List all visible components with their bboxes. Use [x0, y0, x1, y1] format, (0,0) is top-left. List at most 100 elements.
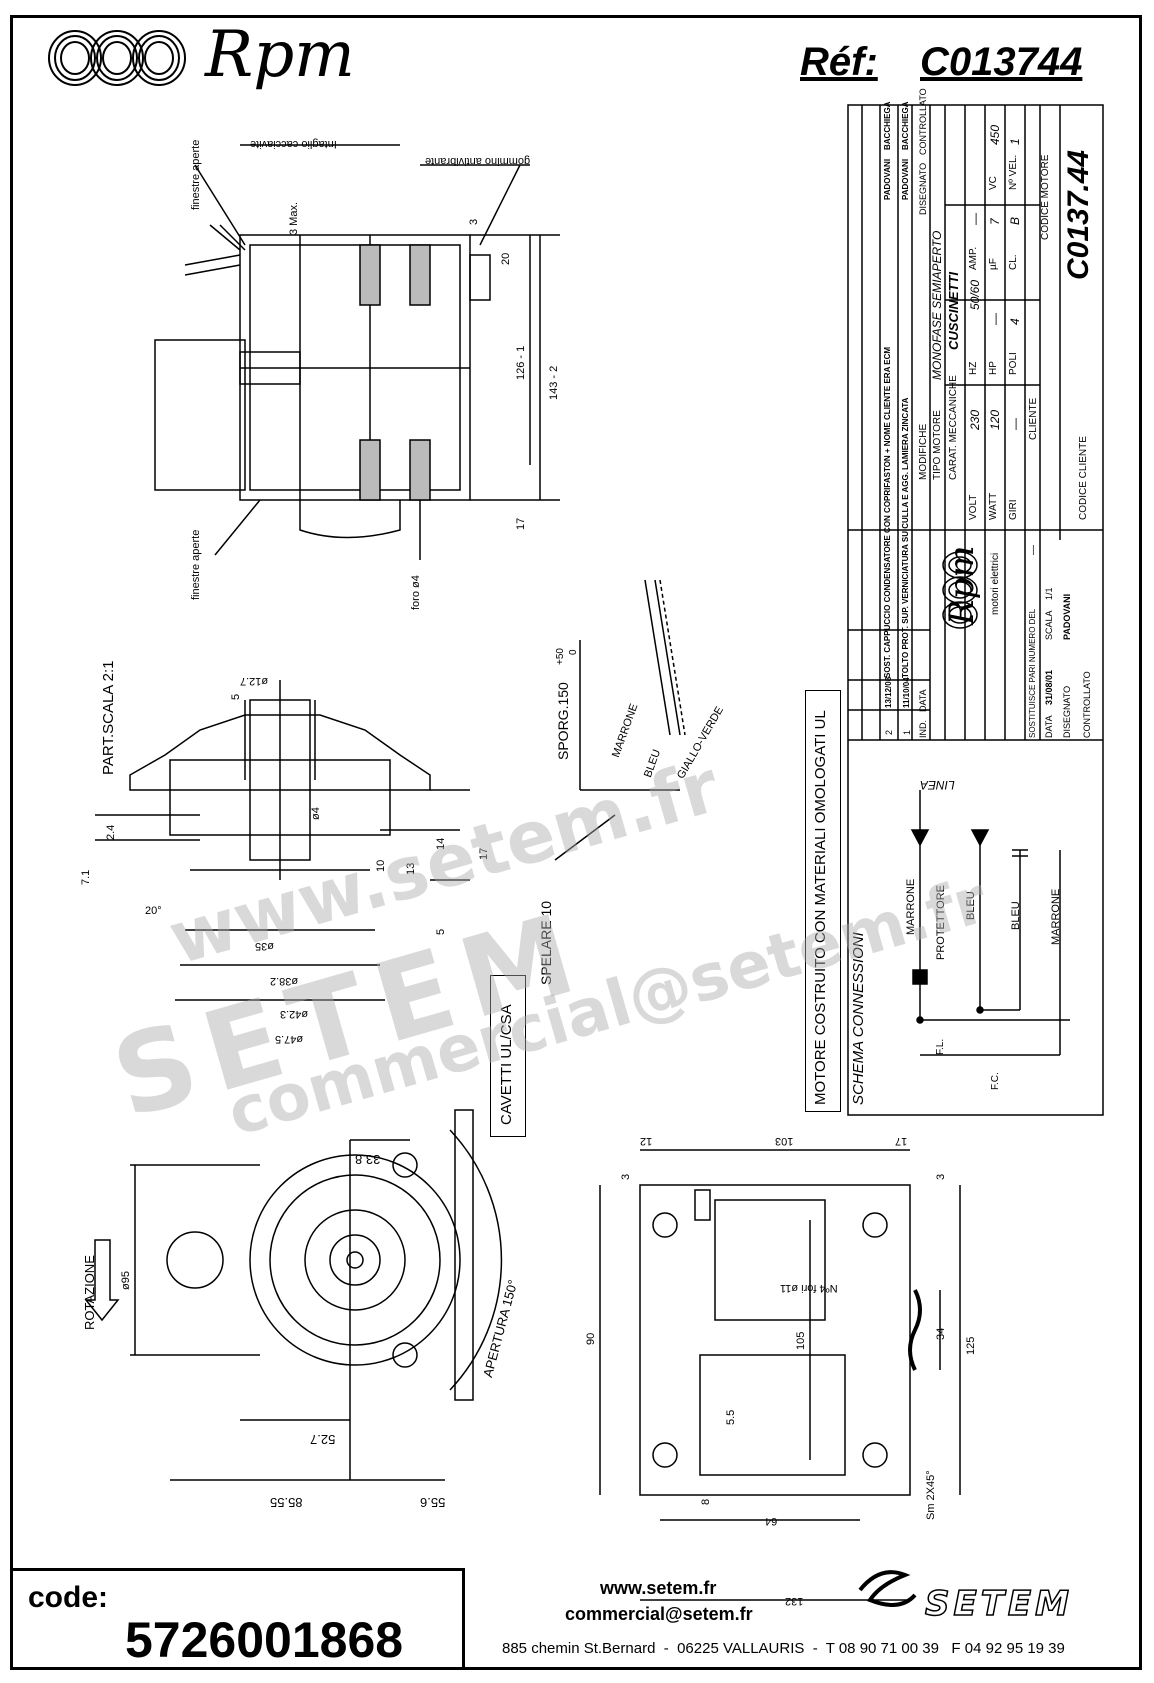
tb-volt: 230: [968, 409, 982, 430]
tb-nvel-label: Nº VEL.: [1008, 154, 1019, 190]
rev-1-by2: BACCHIEGA: [901, 101, 910, 150]
tb-watt-label: WATT: [988, 492, 999, 520]
rev-2-by2: BACCHIEGA: [883, 101, 892, 150]
dim-base-5-5: 5.5: [725, 1409, 737, 1425]
tb-hp-label: HP: [988, 361, 999, 375]
tb-cl-label: CL.: [1008, 254, 1019, 270]
schema-fl: F.L.: [935, 1038, 946, 1055]
dim-base-132: 132: [785, 1595, 804, 1607]
dim-detail-5: 5: [230, 693, 242, 700]
dim-base-17: 17: [895, 1135, 908, 1147]
schema-bleu-2: BLEU: [1010, 901, 1022, 930]
tb-giri-label: GIRI: [1008, 499, 1019, 520]
schema-lines: [910, 790, 1070, 1056]
tb-nvel: 1: [1008, 138, 1022, 145]
tb-rpm-coil-icon: [942, 551, 978, 629]
motor-side-view: [154, 144, 560, 560]
shaft-detail: [95, 680, 470, 1001]
footer-web[interactable]: www.setem.fr: [600, 1578, 717, 1598]
rev-2-by1: PADOVANI: [883, 158, 892, 200]
rpm-coil-icon: [48, 30, 186, 86]
tb-codice-cliente-label: CODICE CLIENTE: [1078, 436, 1089, 520]
dim-side-126: 126 - 1: [515, 345, 527, 380]
tb-volt-label: VOLT: [968, 494, 979, 520]
motor-front-view: [84, 1109, 503, 1481]
ref-label: Réf:: [800, 40, 878, 84]
rev-2-ind: 2: [884, 729, 894, 735]
tb-poli: 4: [1008, 318, 1022, 325]
tb-tipo-motore: MONOFASE SEMIAPERTO: [930, 230, 944, 380]
rev-1-ind: 1: [902, 729, 912, 735]
dim-front-52-7: 52.7: [310, 1432, 336, 1447]
label-part-scala: PART.SCALA 2:1: [100, 660, 117, 775]
rev-2-data: 13/12/08: [884, 676, 893, 708]
tb-hz: 50/60: [968, 279, 982, 310]
tb-rpm-logo: [940, 550, 985, 630]
tb-controllato-label: CONTROLLATO: [918, 88, 928, 155]
label-finestre-bottom: finestre aperte: [190, 529, 202, 600]
dim-detail-2-4: 2.4: [105, 824, 117, 840]
label-smusso: Sm 2X45°: [925, 1470, 937, 1520]
dim-base-64: 64: [765, 1515, 778, 1527]
tb-disegnato: PADOVANI: [1062, 593, 1072, 640]
tb-sostituisce: —: [1028, 545, 1039, 555]
tb-rpm-sub: motori elettrici: [990, 552, 1001, 615]
tb-controllato-label2: CONTROLLATO: [1082, 671, 1092, 738]
tb-ind-label: IND.: [918, 720, 928, 738]
tb-codice-motore: C0137.44: [1062, 149, 1095, 280]
tb-scala: 1/1: [1044, 587, 1054, 600]
tb-giri: —: [1008, 418, 1022, 430]
tb-modifiche-label: MODIFICHE: [918, 423, 929, 480]
brand-name: Rpm: [205, 18, 355, 92]
dim-side-143: 143 - 2: [548, 365, 560, 400]
dim-base-3b: 3: [935, 1173, 947, 1180]
dim-side-20: 20: [500, 252, 512, 265]
dim-base-125: 125: [965, 1336, 977, 1355]
tb-uf-label: µF: [988, 258, 999, 270]
tb-cl: B: [1008, 216, 1022, 225]
tb-uf: 7: [988, 218, 1002, 225]
rev-1-by1: PADOVANI: [901, 158, 910, 200]
tb-disegnato-label: DISEGNATO: [918, 162, 928, 215]
tb-watt: 120: [988, 409, 1002, 430]
footer-email[interactable]: commercial@setem.fr: [565, 1604, 753, 1624]
label-gommino: gommino antivibrante: [425, 155, 531, 167]
dim-front-55-6: 55.6: [420, 1495, 446, 1510]
rpm-logo: [45, 28, 205, 93]
schema-linea: LINEA: [920, 778, 955, 792]
rev-2-text: SOST. CAPPUCCIO CONDENSATORE CON COPRIFA…: [883, 346, 892, 678]
schema-marrone-2: MARRONE: [1050, 888, 1062, 945]
dim-front-o95: ø95: [120, 1271, 132, 1290]
dim-base-34: 34: [935, 1327, 947, 1340]
label-rotazione: ROTAZIONE: [82, 1255, 97, 1330]
tb-data-label2: DATA: [1044, 715, 1054, 738]
code-value: 5726001868: [125, 1612, 404, 1668]
tb-rpm-brand: Rpm: [942, 545, 982, 625]
tb-carat: CUSCINETTI: [946, 272, 961, 350]
materiali-box: [805, 690, 841, 1112]
dim-front-33-8: 33.8: [355, 1152, 381, 1167]
dim-base-105: 105: [795, 1331, 807, 1350]
ref-value: C013744: [920, 40, 1083, 84]
dim-detail-20deg: 20°: [145, 905, 162, 917]
tb-cliente-label: CLIENTE: [1028, 397, 1039, 440]
tb-vc: 450: [988, 124, 1002, 145]
tb-sostituisce-label: SOSTITUISCE PARI NUMERO DEL: [1028, 608, 1037, 738]
tb-hz-label: HZ: [968, 361, 979, 375]
dim-base-90: 90: [585, 1332, 597, 1345]
dim-base-8: 8: [700, 1498, 712, 1505]
code-box: code: 5726001868: [10, 1568, 465, 1670]
label-sporg-minus: 0: [568, 649, 579, 655]
cable-lines: [554, 579, 686, 861]
tb-tipo-motore-label: TIPO MOTORE: [932, 410, 943, 480]
dim-base-12: 12: [640, 1135, 653, 1147]
dim-side-3max: 3 Max.: [288, 201, 300, 235]
dim-detail-12-7: ø12.7: [240, 675, 269, 687]
setem-logo: SETEM: [924, 1583, 1073, 1625]
label-intaglio: Intaglio cacciavite: [250, 138, 337, 150]
code-label: code:: [28, 1581, 109, 1614]
dim-detail-o4: ø4: [310, 807, 322, 820]
label-foro: foro ø4: [410, 575, 422, 610]
rev-1-text: TOLTO PROT. SUP. VERNICIATURA SU CULLA E…: [901, 397, 910, 678]
